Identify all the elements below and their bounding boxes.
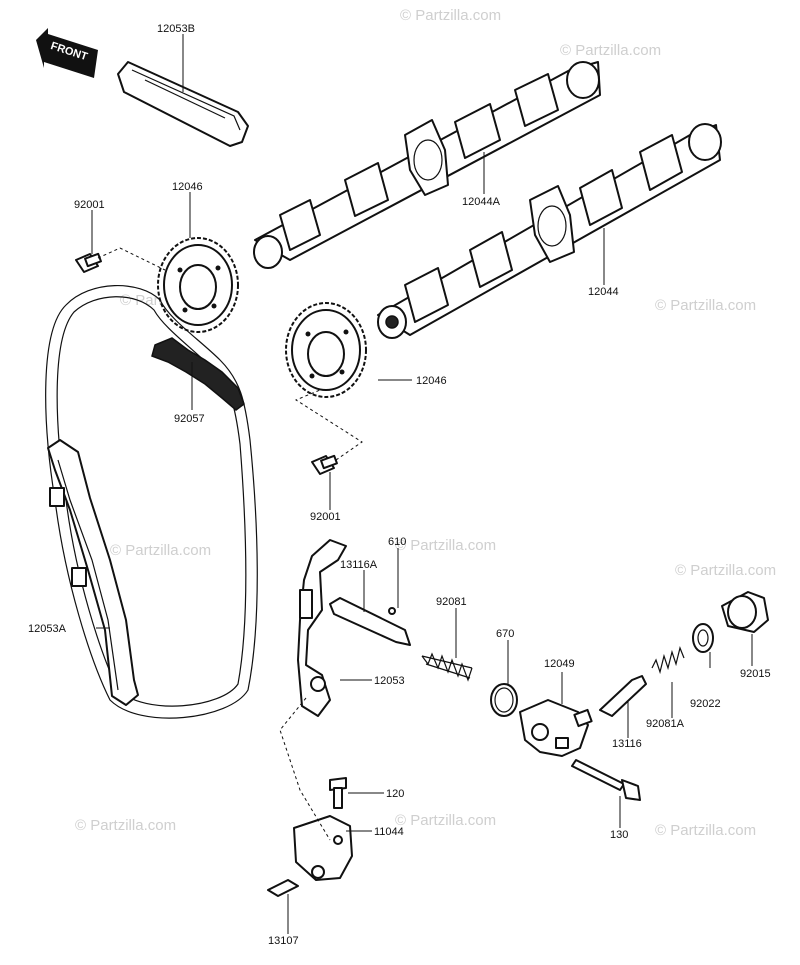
intake-camshaft <box>253 61 601 269</box>
push-rod <box>329 597 411 646</box>
lever-holder <box>279 697 353 881</box>
sprocket-bolt-upper <box>75 247 166 273</box>
watermark-text: © Partzilla.com <box>560 42 661 59</box>
o-ring <box>490 683 518 717</box>
watermark-text: © Partzilla.com <box>395 812 496 829</box>
label-12046-lower: 12046 <box>416 375 447 387</box>
label-13116A: 13116A <box>340 559 378 571</box>
label-92057: 92057 <box>174 413 205 425</box>
plunger-spring <box>651 646 685 675</box>
label-610: 610 <box>388 536 406 548</box>
watermark-text: © Partzilla.com <box>655 822 756 839</box>
label-92015: 92015 <box>740 668 771 680</box>
label-92081A: 92081A <box>646 718 685 730</box>
holder-pin <box>267 879 299 897</box>
watermark-text: © Partzilla.com <box>655 297 756 314</box>
watermarks: © Partzilla.com © Partzilla.com © Partzi… <box>75 7 776 839</box>
tensioner-spring <box>421 652 473 682</box>
label-12053: 12053 <box>374 675 405 687</box>
label-130: 130 <box>610 829 628 841</box>
label-12053A: 12053A <box>28 623 67 635</box>
label-13107: 13107 <box>268 935 299 947</box>
rear-chain-guide <box>47 439 139 706</box>
watermark-text: © Partzilla.com <box>110 542 211 559</box>
tensioner-body <box>519 699 593 757</box>
label-12046-upper: 12046 <box>172 181 203 193</box>
tensioner-lever <box>297 539 347 717</box>
label-120: 120 <box>386 788 404 800</box>
plunger <box>599 675 647 717</box>
label-92001-upper: 92001 <box>74 199 105 211</box>
leader-lines <box>91 34 753 934</box>
label-92001-lower: 92001 <box>310 511 341 523</box>
part-labels: 12053B 12046 92001 12044A 12044 12046 92… <box>28 23 771 947</box>
upper-chain-guide <box>117 61 249 147</box>
label-13116: 13116 <box>612 738 642 750</box>
cap-nut <box>721 591 769 633</box>
label-670: 670 <box>496 628 514 640</box>
watermark-text: © Partzilla.com <box>400 7 501 24</box>
label-92081: 92081 <box>436 596 467 608</box>
exhaust-camshaft <box>377 123 722 339</box>
washer <box>692 623 714 653</box>
label-12049: 12049 <box>544 658 575 670</box>
label-11044: 11044 <box>374 826 404 838</box>
holder-screw <box>329 777 347 809</box>
sprocket-bolt-lower <box>294 389 363 475</box>
cam-sprocket-upper <box>157 237 239 333</box>
label-12053B: 12053B <box>157 23 195 35</box>
front-arrow-icon: FRONT <box>36 28 98 78</box>
label-92022: 92022 <box>690 698 721 710</box>
watermark-text: © Partzilla.com <box>675 562 776 579</box>
watermark-text: © Partzilla.com <box>395 537 496 554</box>
cam-sprocket-lower <box>285 302 367 398</box>
label-12044: 12044 <box>588 286 619 298</box>
tensioner-bolt <box>571 759 641 801</box>
watermark-text: © Partzilla.com <box>75 817 176 834</box>
label-12044A: 12044A <box>462 196 501 208</box>
